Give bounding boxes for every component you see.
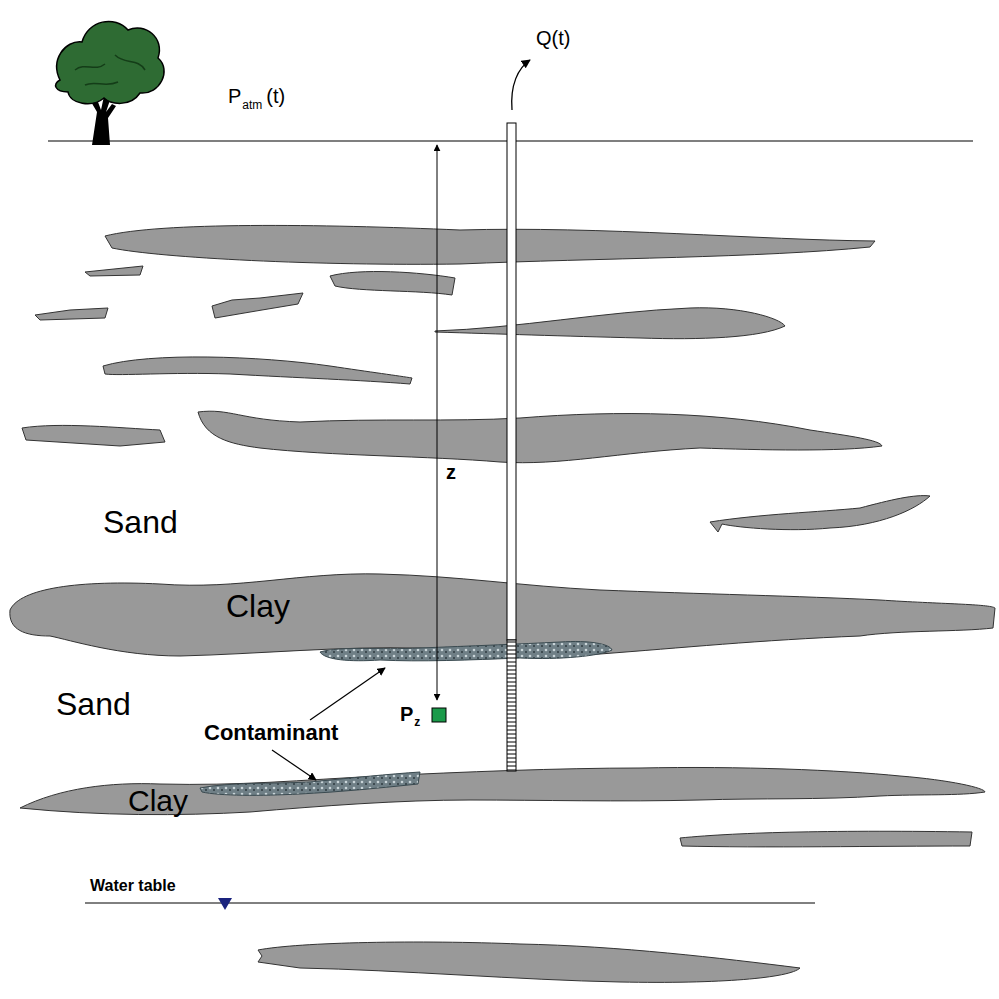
tree (56, 21, 164, 145)
material-label: Clay (226, 590, 290, 622)
leader-line (272, 750, 316, 780)
clay-lenses (10, 225, 995, 982)
pressure-sensor (432, 708, 446, 722)
flow-arrow (512, 60, 530, 110)
subscript: atm (242, 99, 262, 111)
depth-label: z (446, 462, 456, 482)
material-label: Clay (128, 786, 188, 816)
material-label: Sand (56, 688, 131, 720)
extraction-well (507, 123, 516, 771)
leader-line (310, 668, 385, 720)
depth-dimension (437, 145, 438, 700)
flow-label: Q(t) (536, 28, 570, 48)
material-label: Sand (103, 506, 178, 538)
callout-label: Contaminant (204, 722, 338, 744)
pressure-symbol: P (400, 704, 413, 724)
subscript: z (414, 716, 420, 728)
water-table-symbol (218, 898, 232, 910)
pressure-arg: (t) (266, 86, 285, 106)
contaminant-plume (200, 641, 612, 795)
water-table-label: Water table (90, 878, 176, 894)
pressure-symbol: P (228, 86, 241, 106)
water-table-line (85, 903, 815, 904)
